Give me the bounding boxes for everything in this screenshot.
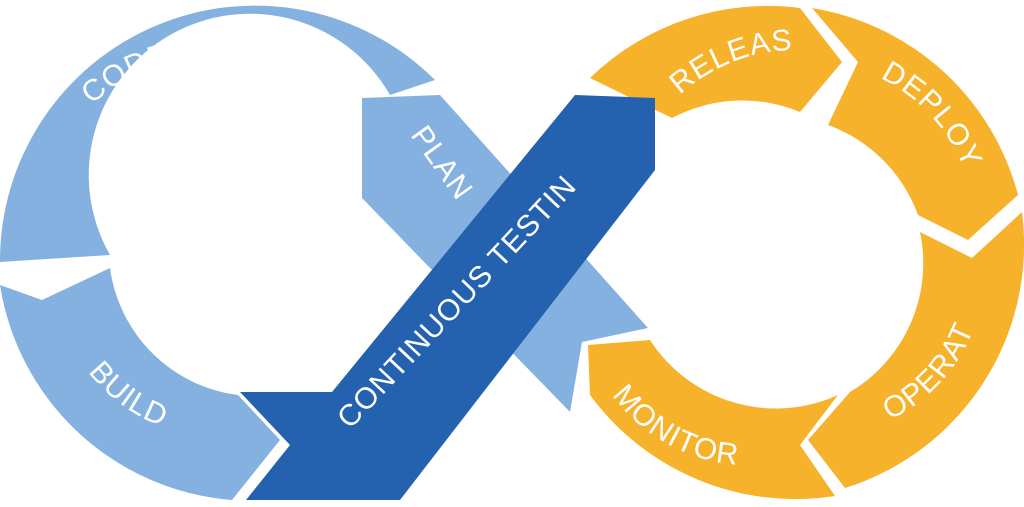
build-segment xyxy=(0,268,280,500)
deploy-segment xyxy=(812,8,1018,240)
operate-segment xyxy=(808,212,1024,488)
continuous-testing-band xyxy=(240,95,655,500)
code-segment xyxy=(0,5,435,262)
release-segment xyxy=(590,5,842,118)
monitor-segment xyxy=(588,340,838,500)
right-loop xyxy=(588,5,1024,500)
